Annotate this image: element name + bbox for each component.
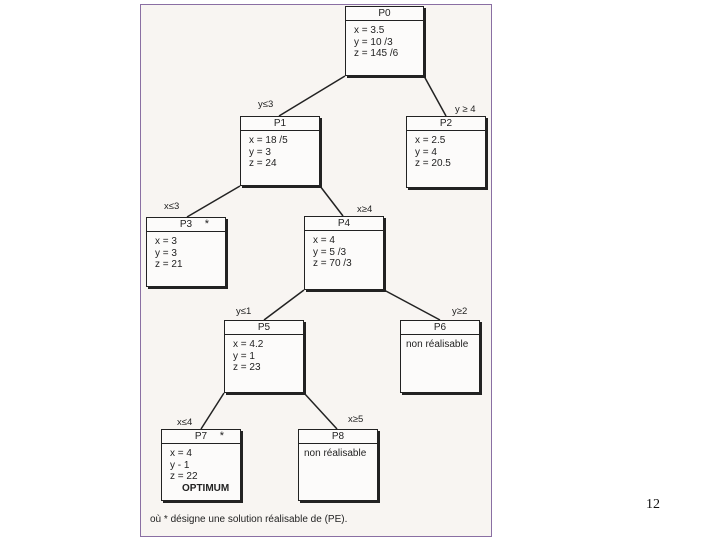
node-p0: P0 x = 3.5 y = 10 /3 z = 145 /6	[345, 6, 424, 76]
edge-p1-p4	[319, 185, 344, 217]
node-p4: P4 x = 4 y = 5 /3 z = 70 /3	[304, 216, 384, 290]
edge-p0-p1	[278, 75, 346, 117]
feasible-mark: *	[204, 218, 209, 230]
node-p0-title: P0	[346, 7, 423, 21]
node-p5-line: x = 4.2	[233, 339, 264, 350]
node-p2-line: z = 20.5	[415, 158, 451, 169]
branch-label: x≤3	[164, 201, 180, 212]
branch-label: x≤4	[177, 417, 193, 428]
node-p2-line: x = 2.5	[415, 135, 446, 146]
node-p2-line: y = 4	[415, 146, 437, 158]
node-p5-line: z = 23	[233, 362, 261, 373]
node-p7-line: z = 22	[170, 471, 198, 482]
page-number: 12	[646, 497, 660, 512]
node-p3-title: P3	[179, 219, 193, 230]
node-p2-title: P2	[407, 117, 485, 131]
node-p1-title: P1	[241, 117, 319, 131]
branch-label: y ≥ 4	[455, 104, 476, 115]
node-p0-line: x = 3.5	[354, 25, 385, 36]
node-p7-line: x = 4	[170, 448, 192, 459]
node-p1-line: y = 3	[249, 146, 271, 158]
node-p2: P2 x = 2.5 y = 4 z = 20.5	[406, 116, 486, 188]
node-p5-line: y = 1	[233, 350, 255, 362]
node-p0-line: y = 10 /3	[354, 36, 393, 48]
branch-label: x≥5	[348, 414, 364, 425]
node-p5: P5 x = 4.2 y = 1 z = 23	[224, 320, 304, 393]
node-p6-title: P6	[401, 321, 479, 335]
node-p4-line: y = 5 /3	[313, 246, 347, 258]
feasible-mark: *	[219, 430, 224, 442]
node-p8-title: P8	[299, 430, 377, 444]
optimum-label: OPTIMUM	[182, 482, 230, 494]
node-p3-line: z = 21	[155, 259, 183, 270]
node-p7-line: y - 1	[170, 459, 190, 471]
node-p6-line: non réalisable	[406, 339, 469, 350]
node-p1-line: z = 24	[249, 158, 277, 169]
branch-label: y≤1	[236, 306, 252, 317]
node-p4-line: z = 70 /3	[313, 258, 352, 269]
edge-p5-p7	[200, 392, 225, 430]
branch-label: y≥2	[452, 306, 468, 317]
branch-label: x≥4	[357, 204, 373, 215]
node-p7: P7 * x = 4 y - 1 z = 22 OPTIMUM	[161, 429, 241, 501]
node-p8: P8 non réalisable	[298, 429, 378, 501]
node-p4-line: x = 4	[313, 235, 335, 246]
footnote: où * désigne une solution réalisable de …	[150, 514, 348, 525]
edge-p4-p5	[263, 289, 305, 321]
node-p6: P6 non réalisable	[400, 320, 480, 393]
edge-p1-p3	[186, 185, 241, 218]
edge-p4-p6	[383, 289, 441, 321]
branch-label: y≤3	[258, 99, 274, 110]
node-p0-line: z = 145 /6	[354, 48, 399, 59]
node-p4-title: P4	[305, 217, 383, 231]
node-p1-line: x = 18 /5	[249, 135, 288, 146]
node-p8-line: non réalisable	[304, 448, 367, 459]
node-p3: P3 * x = 3 y = 3 z = 21	[146, 217, 226, 287]
node-p3-line: x = 3	[155, 236, 177, 247]
node-p3-line: y = 3	[155, 247, 177, 259]
node-p7-title: P7	[194, 431, 208, 442]
node-p5-title: P5	[225, 321, 303, 335]
edge-p0-p2	[423, 75, 447, 117]
edge-p5-p8	[303, 392, 338, 430]
node-p1: P1 x = 18 /5 y = 3 z = 24	[240, 116, 320, 186]
